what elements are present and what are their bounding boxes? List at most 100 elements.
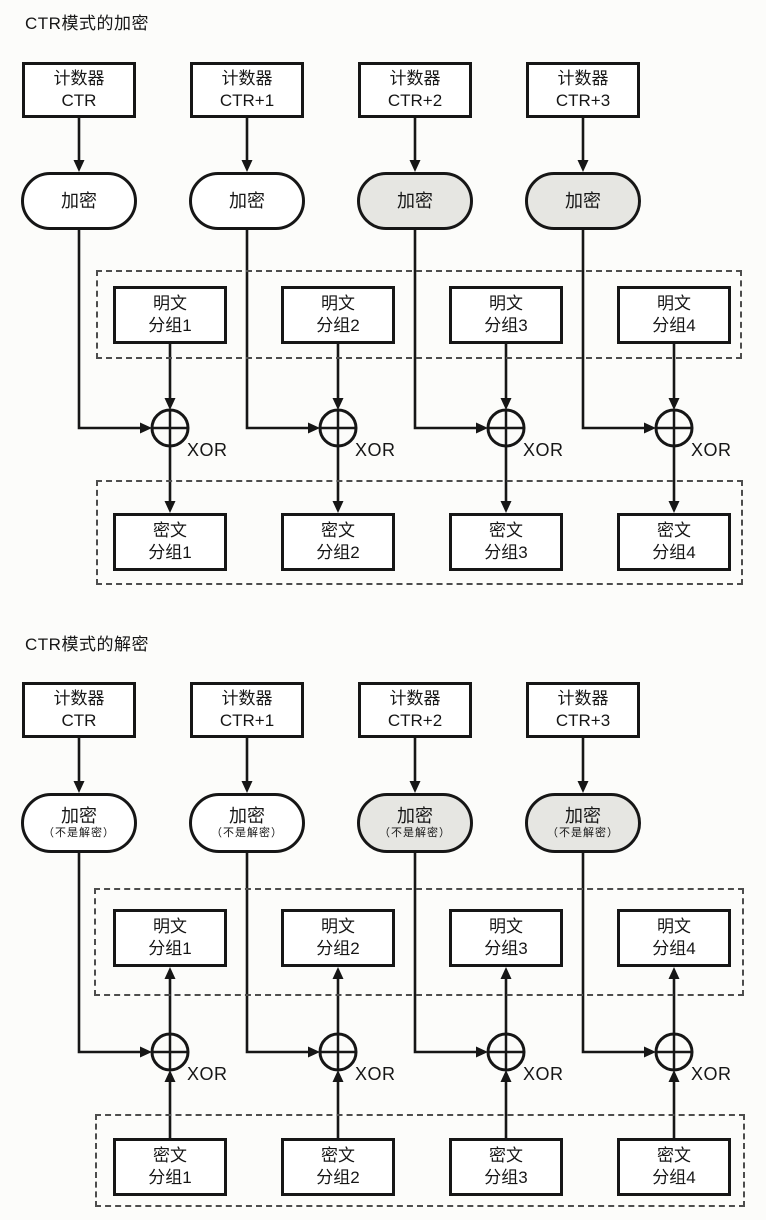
plaintext-line1: 明文 — [321, 916, 355, 936]
ciphertext-block-box: 密文 分组4 — [617, 513, 731, 571]
arrowhead-down — [332, 398, 344, 410]
arrowhead-right — [476, 422, 488, 434]
ciphertext-line1: 密文 — [489, 1145, 523, 1165]
counter-value: CTR — [61, 711, 97, 730]
arrowhead-down — [73, 781, 85, 793]
arrowhead-down — [164, 501, 176, 513]
encryption-title: CTR模式的加密 — [25, 14, 149, 33]
counter-title: 计数器 — [557, 688, 609, 708]
plaintext-line1: 明文 — [657, 916, 691, 936]
decryption-title: CTR模式的解密 — [25, 635, 149, 654]
counter-title: 计数器 — [389, 68, 441, 88]
arrowhead-down — [500, 398, 512, 410]
arrowhead-down — [73, 160, 85, 172]
plaintext-block-box: 明文 分组4 — [617, 909, 731, 967]
counter-title: 计数器 — [221, 688, 273, 708]
encryption-ciphertext-group-container — [96, 480, 743, 585]
connector-line — [245, 853, 310, 1054]
counter-box: 计数器 CTR+3 — [526, 62, 640, 118]
plaintext-block-box: 明文 分组1 — [113, 909, 227, 967]
counter-value: CTR+2 — [387, 711, 443, 730]
encrypt-node: 加密 — [189, 172, 305, 230]
arrowhead-down — [577, 781, 589, 793]
connector-line — [77, 853, 142, 1054]
ciphertext-line1: 密文 — [321, 1145, 355, 1165]
plaintext-block-box: 明文 分组2 — [281, 286, 395, 344]
xor-label: XOR — [187, 440, 228, 460]
plaintext-line1: 明文 — [489, 293, 523, 313]
plaintext-line1: 明文 — [321, 293, 355, 313]
counter-box: 计数器 CTR+1 — [190, 682, 304, 738]
plaintext-line1: 明文 — [489, 916, 523, 936]
plaintext-line2: 分组1 — [148, 316, 192, 335]
counter-box: 计数器 CTR — [22, 62, 136, 118]
counter-box: 计数器 CTR+3 — [526, 682, 640, 738]
ciphertext-line1: 密文 — [657, 1145, 691, 1165]
counter-box: 计数器 CTR+1 — [190, 62, 304, 118]
xor-label: XOR — [187, 1064, 228, 1084]
arrowhead-down — [577, 160, 589, 172]
plaintext-line2: 分组1 — [148, 939, 192, 958]
ciphertext-block-box: 密文 分组4 — [617, 1138, 731, 1196]
arrowhead-down — [409, 781, 421, 793]
ciphertext-line1: 密文 — [153, 520, 187, 540]
arrowhead-right — [644, 422, 656, 434]
counter-title: 计数器 — [53, 688, 105, 708]
encrypt-note: （不是解密） — [211, 827, 283, 840]
xor-node — [318, 408, 358, 448]
ciphertext-line2: 分组3 — [484, 543, 528, 562]
encrypt-label: 加密 — [565, 805, 601, 826]
ciphertext-line1: 密文 — [321, 520, 355, 540]
plaintext-block-box: 明文 分组3 — [449, 286, 563, 344]
arrowhead-up — [332, 967, 344, 979]
encrypt-node: 加密 （不是解密） — [189, 793, 305, 853]
connector-line — [413, 853, 478, 1054]
arrowhead-up — [500, 1070, 512, 1082]
arrowhead-right — [308, 1046, 320, 1058]
ciphertext-block-box: 密文 分组1 — [113, 1138, 227, 1196]
xor-node — [654, 408, 694, 448]
xor-node — [654, 1032, 694, 1072]
arrowhead-up — [668, 1070, 680, 1082]
encryption-plaintext-group-container — [96, 270, 742, 359]
plaintext-line2: 分组4 — [652, 939, 696, 958]
plaintext-line2: 分组3 — [484, 939, 528, 958]
encrypt-node: 加密 （不是解密） — [21, 793, 137, 853]
connector-line — [581, 230, 646, 430]
encrypt-node: 加密 — [21, 172, 137, 230]
arrowhead-down — [668, 398, 680, 410]
connector-line — [77, 230, 142, 430]
counter-value: CTR+3 — [555, 91, 611, 110]
encrypt-node: 加密 — [357, 172, 473, 230]
encrypt-note: （不是解密） — [379, 827, 451, 840]
ciphertext-line2: 分组4 — [652, 1168, 696, 1187]
ciphertext-line1: 密文 — [489, 520, 523, 540]
counter-value: CTR+1 — [219, 711, 275, 730]
arrowhead-right — [140, 1046, 152, 1058]
encrypt-label: 加密 — [229, 805, 265, 826]
ciphertext-line2: 分组3 — [484, 1168, 528, 1187]
encrypt-note: （不是解密） — [547, 827, 619, 840]
arrowhead-down — [241, 160, 253, 172]
ciphertext-line2: 分组4 — [652, 543, 696, 562]
arrowhead-right — [140, 422, 152, 434]
ciphertext-block-box: 密文 分组3 — [449, 513, 563, 571]
plaintext-line2: 分组2 — [316, 939, 360, 958]
encrypt-node: 加密 （不是解密） — [357, 793, 473, 853]
xor-label: XOR — [691, 1064, 732, 1084]
counter-box: 计数器 CTR+2 — [358, 682, 472, 738]
counter-box: 计数器 CTR — [22, 682, 136, 738]
ciphertext-line2: 分组2 — [316, 1168, 360, 1187]
decryption-ciphertext-group-container — [95, 1114, 745, 1207]
connector-line — [413, 230, 478, 430]
encrypt-label: 加密 — [229, 190, 265, 211]
ciphertext-line1: 密文 — [657, 520, 691, 540]
xor-label: XOR — [355, 1064, 396, 1084]
arrowhead-right — [644, 1046, 656, 1058]
counter-value: CTR+2 — [387, 91, 443, 110]
xor-node — [486, 408, 526, 448]
encrypt-label: 加密 — [397, 190, 433, 211]
encrypt-note: （不是解密） — [43, 827, 115, 840]
arrowhead-down — [500, 501, 512, 513]
